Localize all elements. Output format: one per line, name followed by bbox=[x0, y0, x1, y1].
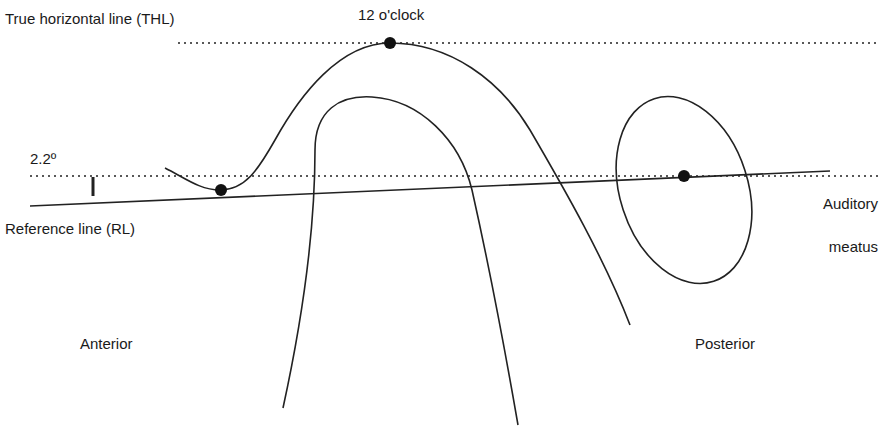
angle-label: 2.2º bbox=[30, 150, 56, 168]
auditory-meatus-outline bbox=[593, 79, 774, 301]
condyle-contour bbox=[283, 97, 518, 425]
meatus-point bbox=[678, 170, 690, 182]
position-label: 12 o'clock bbox=[358, 6, 424, 24]
angle-tick bbox=[92, 177, 95, 196]
direction-label: Posterior bbox=[695, 335, 755, 353]
line-label: Reference line (RL) bbox=[5, 220, 135, 238]
fossa-contour bbox=[165, 43, 630, 325]
horizontal-guide-line bbox=[30, 175, 880, 177]
line-label: True horizontal line (THL) bbox=[5, 10, 175, 28]
direction-label: Anterior bbox=[80, 335, 133, 353]
reference-line bbox=[30, 171, 830, 206]
structure-label: Auditory meatus bbox=[788, 182, 878, 268]
twelve-oclock-point bbox=[384, 37, 396, 49]
true-horizontal-line bbox=[178, 42, 880, 44]
articular-eminence-point bbox=[215, 184, 227, 196]
